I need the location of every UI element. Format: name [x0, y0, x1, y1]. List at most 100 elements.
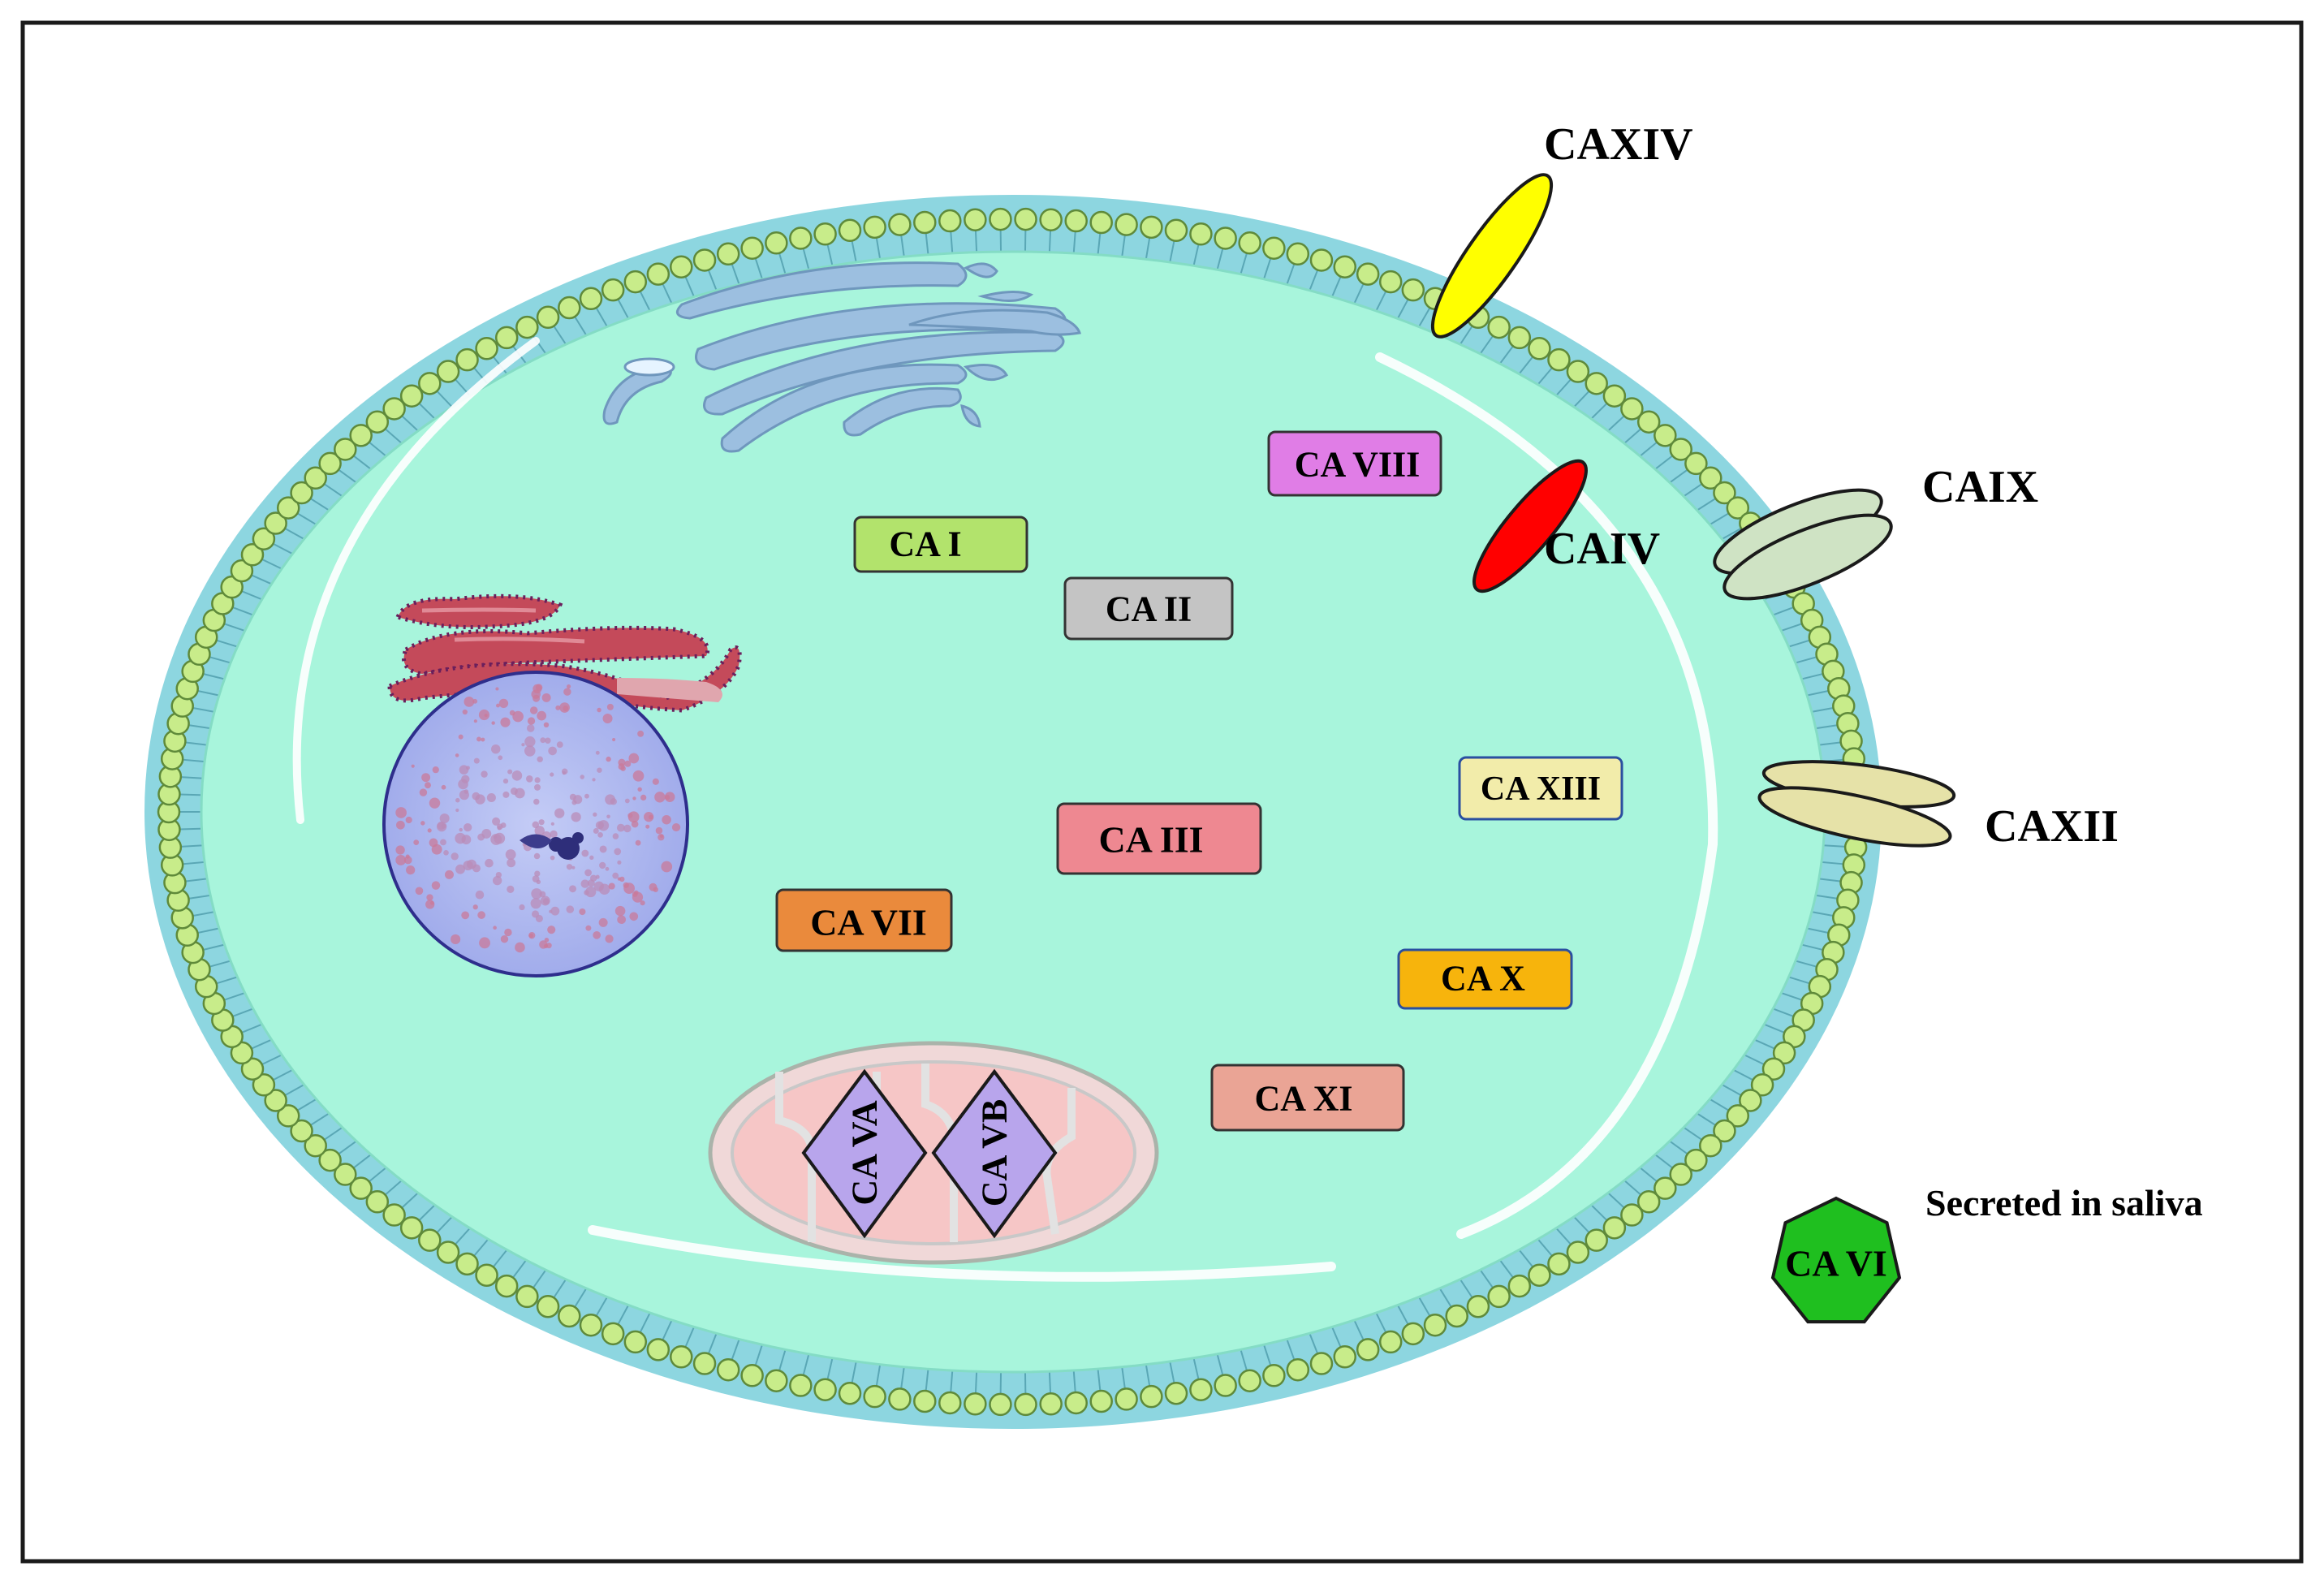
- chromatin-speck: [589, 855, 594, 861]
- lipid-head: [863, 1384, 886, 1409]
- chromatin-speck: [549, 909, 553, 913]
- chromatin-speck: [597, 707, 601, 713]
- chromatin-speck: [539, 891, 546, 898]
- chromatin-speck: [491, 744, 501, 754]
- chromatin-speck: [571, 865, 576, 870]
- lipid-head: [1309, 1352, 1334, 1375]
- chromatin-speck: [605, 934, 614, 943]
- chromatin-speck: [593, 812, 597, 817]
- lipid-head: [989, 207, 1012, 231]
- ca-x-box: CA X: [1397, 948, 1573, 1010]
- chromatin-speck: [530, 898, 541, 909]
- chromatin-speck: [425, 782, 431, 789]
- chromatin-speck: [473, 757, 480, 764]
- chromatin-speck: [580, 879, 589, 888]
- lipid-head: [264, 511, 287, 535]
- chromatin-speck: [671, 822, 681, 832]
- chromatin-speck: [632, 770, 645, 782]
- chromatin-speck: [529, 706, 538, 714]
- lipid-head: [318, 451, 342, 476]
- lipid-head: [601, 278, 625, 302]
- chromatin-speck: [531, 888, 542, 900]
- chromatin-speck: [461, 911, 470, 920]
- lipid-head: [276, 1104, 300, 1128]
- chromatin-speck: [440, 839, 446, 846]
- chromatin-speck: [584, 890, 589, 895]
- ca-i-box-bg: [853, 516, 1028, 573]
- chromatin-speck: [463, 860, 473, 871]
- ca-xii-label: CAXII: [1985, 801, 2119, 852]
- lipid-head: [1684, 1148, 1708, 1172]
- lipid-head: [989, 1392, 1012, 1417]
- ca-va-marker: CA VA: [801, 1068, 928, 1239]
- chromatin-speck: [512, 710, 524, 723]
- chromatin-speck: [451, 852, 459, 861]
- chromatin-speck: [466, 766, 470, 770]
- chromatin-speck: [617, 915, 626, 925]
- chromatin-speck: [396, 820, 405, 830]
- chromatin-speck: [395, 855, 407, 865]
- chromatin-speck: [486, 792, 496, 803]
- chromatin-speck: [477, 911, 485, 919]
- ca-viii-box-bg: [1267, 430, 1442, 497]
- chromatin-speck: [537, 710, 547, 721]
- chromatin-speck: [473, 719, 477, 723]
- chromatin-speck: [485, 858, 494, 868]
- lipid-head: [1286, 242, 1310, 266]
- chromatin-speck: [426, 894, 433, 901]
- chromatin-speck: [477, 833, 485, 841]
- chromatin-speck: [431, 881, 441, 890]
- chromatin-speck: [589, 874, 597, 882]
- chromatin-speck: [455, 832, 466, 844]
- lipid-head: [1654, 1176, 1677, 1200]
- chromatin-speck: [429, 838, 438, 848]
- chromatin-speck: [550, 772, 554, 777]
- chromatin-speck: [459, 827, 463, 832]
- ca-xii-protein: CAXII: [1757, 760, 2119, 852]
- lipid-head: [304, 1133, 327, 1158]
- lipid-head: [1214, 1374, 1237, 1397]
- chromatin-speck: [495, 871, 502, 878]
- chromatin-speck: [481, 770, 488, 778]
- lipid-head: [1528, 1263, 1551, 1287]
- lipid-head: [646, 1338, 670, 1361]
- chromatin-speck: [623, 882, 635, 894]
- ca-ix-protein: CAIX: [1713, 462, 2038, 601]
- chromatin-speck: [455, 808, 459, 813]
- chromatin-speck: [592, 778, 596, 782]
- ca-i-box: CA I: [853, 516, 1028, 573]
- chromatin-speck: [550, 855, 555, 861]
- chromatin-speck: [543, 722, 550, 728]
- chromatin-speck: [472, 904, 478, 910]
- ca-i-label: CA I: [889, 524, 961, 564]
- lipid-head: [1140, 1384, 1163, 1409]
- lipid-head: [1620, 1203, 1644, 1227]
- ca-iii-box: CA III: [1056, 802, 1262, 875]
- chromatin-speck: [462, 709, 468, 715]
- chromatin-speck: [507, 885, 515, 893]
- chromatin-speck: [475, 890, 485, 900]
- lipid-head: [382, 1203, 406, 1227]
- lipid-head: [1378, 270, 1403, 294]
- chromatin-speck: [606, 703, 614, 710]
- lipid-head: [1726, 496, 1750, 520]
- lipid-head: [913, 1389, 937, 1413]
- chromatin-speck: [608, 882, 615, 890]
- chromatin-speck: [526, 724, 535, 732]
- chromatin-speck: [421, 773, 431, 783]
- lipid-head: [1309, 248, 1334, 272]
- lipid-head: [536, 305, 560, 330]
- lipid-head: [1014, 1392, 1037, 1417]
- lipid-head: [623, 270, 648, 294]
- nucleus: [382, 671, 689, 977]
- chromatin-speck: [595, 750, 600, 755]
- chromatin-speck: [439, 813, 450, 824]
- golgi-apparatus: [602, 261, 1081, 453]
- chromatin-speck: [661, 861, 673, 873]
- lipid-head: [515, 315, 539, 339]
- lipid-head: [670, 255, 693, 278]
- chromatin-speck: [580, 775, 584, 779]
- chromatin-speck: [537, 756, 543, 762]
- lipid-head: [1699, 1133, 1723, 1158]
